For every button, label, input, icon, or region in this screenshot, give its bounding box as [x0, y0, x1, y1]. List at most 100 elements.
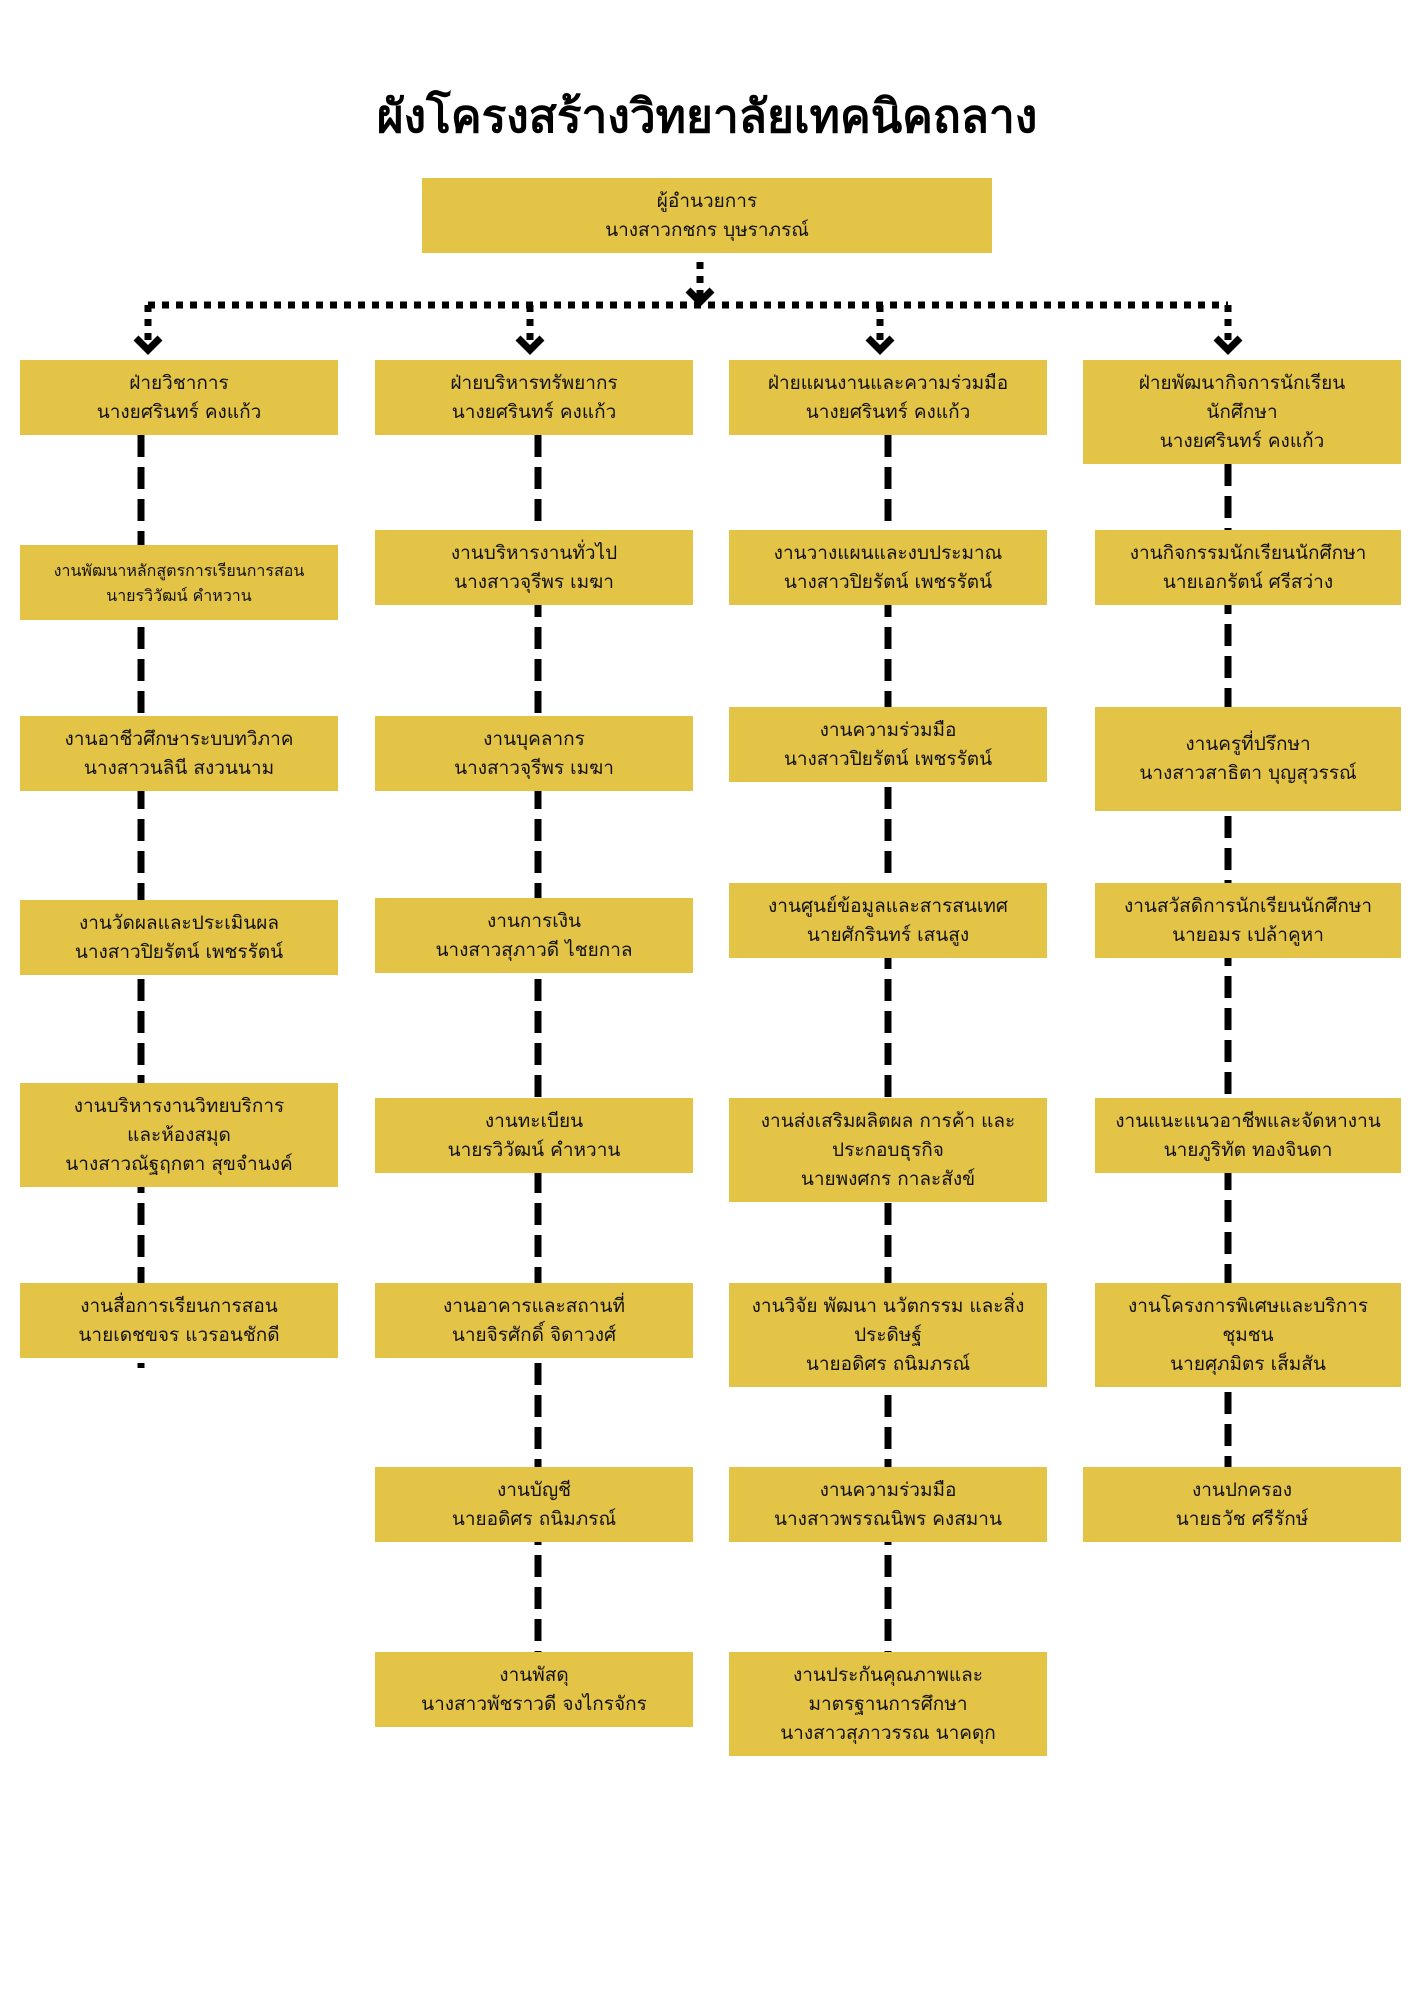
unit-box-line: นายรวิวัฒน์ คำหวาน: [106, 585, 252, 605]
unit-box-line: นายอดิศร ถนิมภรณ์: [451, 1507, 617, 1530]
unit-box-line: นางสาวสุภาวดี ไชยกาล: [435, 938, 633, 961]
department-box-4[interactable]: ฝ่ายพัฒนากิจการนักเรียนนักศึกษานางยศรินท…: [1083, 360, 1401, 464]
unit-box-line: นายเอกรัตน์ ศรีสว่าง: [1162, 570, 1334, 593]
unit-box-line: นายศุภมิตร เส็มสัน: [1170, 1352, 1326, 1375]
unit-box[interactable]: งานอาชีวศึกษาระบบทวิภาคนางสาวนลินี สงวนน…: [20, 716, 338, 791]
unit-box-line: นายพงศกร กาละสังข์: [800, 1167, 976, 1190]
unit-box-line: งานสื่อการเรียนการสอน: [80, 1294, 278, 1317]
unit-box-line: ประกอบธุรกิจ: [832, 1138, 944, 1161]
unit-box[interactable]: งานศูนย์ข้อมูลและสารสนเทศนายศักรินทร์ เส…: [729, 883, 1047, 958]
department-box-4-line: นางยศรินทร์ คงแก้ว: [1159, 429, 1325, 452]
unit-box-line: นางสาวนลินี สงวนนาม: [83, 756, 275, 779]
unit-box[interactable]: งานทะเบียนนายรวิวัฒน์ คำหวาน: [375, 1098, 693, 1173]
unit-box-line: งานสวัสดิการนักเรียนนักศึกษา: [1123, 894, 1373, 917]
department-arrowhead-1: [133, 335, 163, 355]
unit-box[interactable]: งานกิจกรรมนักเรียนนักศึกษานายเอกรัตน์ ศร…: [1095, 530, 1401, 605]
unit-box[interactable]: งานพัฒนาหลักสูตรการเรียนการสอนนายรวิวัฒน…: [20, 545, 338, 620]
unit-box-line: งานวางแผนและงบประมาณ: [773, 541, 1003, 564]
unit-box-line: นายอดิศร ถนิมภรณ์: [805, 1352, 971, 1375]
unit-box-line: งานอาคารและสถานที่: [443, 1294, 625, 1317]
department-arrowhead-3: [865, 335, 895, 355]
unit-box-line: งานโครงการพิเศษและบริการ: [1127, 1294, 1369, 1317]
department-box-1[interactable]: ฝ่ายวิชาการนางยศรินทร์ คงแก้ว: [20, 360, 338, 435]
unit-box-line: งานอาชีวศึกษาระบบทวิภาค: [64, 727, 294, 750]
department-box-4-line: นักศึกษา: [1206, 400, 1278, 423]
department-box-4-line: ฝ่ายพัฒนากิจการนักเรียน: [1138, 371, 1346, 394]
unit-box[interactable]: งานแนะแนวอาชีพและจัดหางานนายภูริทัต ทองจ…: [1095, 1098, 1401, 1173]
unit-box[interactable]: งานสื่อการเรียนการสอนนายเดชขจร แวรอนชักด…: [20, 1283, 338, 1358]
unit-box[interactable]: งานบริหารงานทั่วไปนางสาวจุรีพร เมฆา: [375, 530, 693, 605]
unit-box[interactable]: งานโครงการพิเศษและบริการชุมชนนายศุภมิตร …: [1095, 1283, 1401, 1387]
unit-box-line: งานการเงิน: [486, 909, 582, 932]
unit-box[interactable]: งานความร่วมมือนางสาวปิยรัตน์ เพชรรัตน์: [729, 707, 1047, 782]
unit-box-line: นางสาวปิยรัตน์ เพชรรัตน์: [783, 570, 993, 593]
unit-box[interactable]: งานพัสดุนางสาวพัชราวดี จงไกรจักร: [375, 1652, 693, 1727]
unit-box-line: งานบริหารงานวิทยบริการ: [73, 1094, 285, 1117]
unit-box[interactable]: งานประกันคุณภาพและมาตรฐานการศึกษานางสาวส…: [729, 1652, 1047, 1756]
unit-box-line: งานบริหารงานทั่วไป: [450, 541, 618, 564]
unit-box-line: ชุมชน: [1222, 1323, 1274, 1346]
unit-box-line: งานพัสดุ: [499, 1663, 569, 1686]
unit-box-line: นายจิรศักดิ์ จิดาวงศ์: [451, 1323, 617, 1346]
unit-box-line: งานประกันคุณภาพและ: [792, 1663, 984, 1686]
director-box[interactable]: ผู้อำนวยการ นางสาวกชกร บุษราภรณ์: [422, 178, 992, 253]
unit-box[interactable]: งานความร่วมมือนางสาวพรรณนิพร คงสมาน: [729, 1467, 1047, 1542]
department-box-1-line: ฝ่ายวิชาการ: [129, 371, 229, 394]
unit-box-line: นางสาวณัฐฤกตา สุขจำนงค์: [65, 1152, 293, 1175]
unit-box[interactable]: งานการเงินนางสาวสุภาวดี ไชยกาล: [375, 898, 693, 973]
dotted-connectors: [144, 262, 1232, 348]
unit-box[interactable]: งานอาคารและสถานที่นายจิรศักดิ์ จิดาวงศ์: [375, 1283, 693, 1358]
department-box-1-line: นางยศรินทร์ คงแก้ว: [96, 400, 262, 423]
unit-box-line: มาตรฐานการศึกษา: [808, 1692, 968, 1715]
unit-box-line: งานครูที่ปรึกษา: [1185, 733, 1311, 755]
department-arrowhead-2: [515, 335, 545, 355]
department-box-2[interactable]: ฝ่ายบริหารทรัพยากรนางยศรินทร์ คงแก้ว: [375, 360, 693, 435]
unit-box-line: งานพัฒนาหลักสูตรการเรียนการสอน: [53, 560, 305, 580]
unit-box-line: นายเดชขจร แวรอนชักดี: [78, 1323, 280, 1346]
unit-box-line: นางสาวสุภาวรรณ นาคดุก: [780, 1721, 996, 1744]
unit-box-line: นายอมร เปล้าคูหา: [1172, 923, 1324, 946]
unit-box[interactable]: งานบัญชีนายอดิศร ถนิมภรณ์: [375, 1467, 693, 1542]
director-name: นางสาวกชกร บุษราภรณ์: [605, 218, 809, 241]
director-arrowhead: [685, 287, 715, 307]
department-box-2-line: นางยศรินทร์ คงแก้ว: [451, 400, 617, 423]
department-box-3-line: นางยศรินทร์ คงแก้ว: [805, 400, 971, 423]
unit-box-line: งานทะเบียน: [484, 1109, 584, 1132]
unit-box[interactable]: งานวิจัย พัฒนา นวัตกรรม และสิ่งประดิษฐ์น…: [729, 1283, 1047, 1387]
department-box-3-line: ฝ่ายแผนงานและความร่วมมือ: [767, 371, 1009, 394]
unit-box-line: งานบุคลากร: [483, 727, 585, 750]
unit-box-line: งานศูนย์ข้อมูลและสารสนเทศ: [768, 894, 1008, 917]
unit-box-line: ประดิษฐ์: [854, 1323, 922, 1346]
unit-box[interactable]: งานสวัสดิการนักเรียนนักศึกษานายอมร เปล้า…: [1095, 883, 1401, 958]
arrowheads: [133, 287, 1243, 355]
unit-box-line: งานแนะแนวอาชีพและจัดหางาน: [1115, 1109, 1381, 1132]
unit-box[interactable]: งานปกครองนายธวัช ศรีรักษ์: [1083, 1467, 1401, 1542]
department-box-3[interactable]: ฝ่ายแผนงานและความร่วมมือนางยศรินทร์ คงแก…: [729, 360, 1047, 435]
unit-box-line: งานกิจกรรมนักเรียนนักศึกษา: [1129, 541, 1367, 564]
unit-box[interactable]: งานครูที่ปรึกษานางสาวสาธิตา บุญสุวรรณ์: [1095, 707, 1401, 811]
director-role: ผู้อำนวยการ: [656, 189, 758, 212]
unit-box-line: นางสาวจุรีพร เมฆา: [454, 570, 614, 593]
unit-box[interactable]: งานวางแผนและงบประมาณนางสาวปิยรัตน์ เพชรร…: [729, 530, 1047, 605]
unit-box-line: งานความร่วมมือ: [819, 718, 957, 741]
unit-box-line: งานปกครอง: [1191, 1478, 1293, 1501]
unit-box-line: นางสาวพรรณนิพร คงสมาน: [774, 1507, 1002, 1530]
unit-box-line: นางสาวปิยรัตน์ เพชรรัตน์: [783, 747, 993, 770]
unit-box-line: นายรวิวัฒน์ คำหวาน: [447, 1138, 621, 1161]
department-box-2-line: ฝ่ายบริหารทรัพยากร: [450, 371, 618, 394]
unit-box-line: นางสาวจุรีพร เมฆา: [454, 756, 614, 779]
page-title: ผังโครงสร้างวิทยาลัยเทคนิคถลาง: [376, 89, 1038, 143]
unit-box-line: นายธวัช ศรีรักษ์: [1175, 1507, 1309, 1530]
unit-box[interactable]: งานส่งเสริมผลิตผล การค้า และประกอบธุรกิจ…: [729, 1098, 1047, 1202]
unit-box-line: นางสาวสาธิตา บุญสุวรรณ์: [1139, 762, 1357, 784]
unit-box-line: นายภูริทัต ทองจินดา: [1163, 1138, 1333, 1161]
unit-box-line: และห้องสมุด: [127, 1123, 231, 1146]
unit-box[interactable]: งานบริหารงานวิทยบริการและห้องสมุดนางสาวณ…: [20, 1083, 338, 1187]
unit-box-line: งานวัดผลและประเมินผล: [78, 911, 280, 934]
unit-box-line: นางสาวปิยรัตน์ เพชรรัตน์: [74, 940, 284, 963]
unit-box[interactable]: งานบุคลากรนางสาวจุรีพร เมฆา: [375, 716, 693, 791]
unit-box-line: นายศักรินทร์ เสนสูง: [806, 923, 970, 946]
unit-box[interactable]: งานวัดผลและประเมินผลนางสาวปิยรัตน์ เพชรร…: [20, 900, 338, 975]
unit-box-line: งานความร่วมมือ: [819, 1478, 957, 1501]
